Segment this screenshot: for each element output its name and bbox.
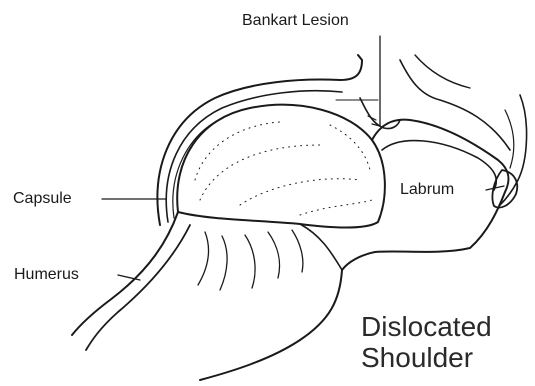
diagram-title: Dislocated Shoulder	[361, 311, 492, 374]
diagram-title-line-2: Shoulder	[361, 342, 492, 373]
bankart-lesion-label: Bankart Lesion	[242, 13, 349, 29]
head-stipple	[195, 122, 372, 215]
humerus-label: Humerus	[14, 267, 79, 283]
humerus-shaft	[72, 212, 178, 335]
capsule-outline	[157, 55, 362, 225]
humeral-head	[177, 105, 385, 228]
capsule-inner-outline	[166, 91, 342, 222]
labrum-label: Labrum	[400, 182, 454, 198]
diagram-title-line-1: Dislocated	[361, 311, 492, 342]
neck-shading	[198, 230, 303, 290]
capsule-label: Capsule	[13, 191, 72, 207]
